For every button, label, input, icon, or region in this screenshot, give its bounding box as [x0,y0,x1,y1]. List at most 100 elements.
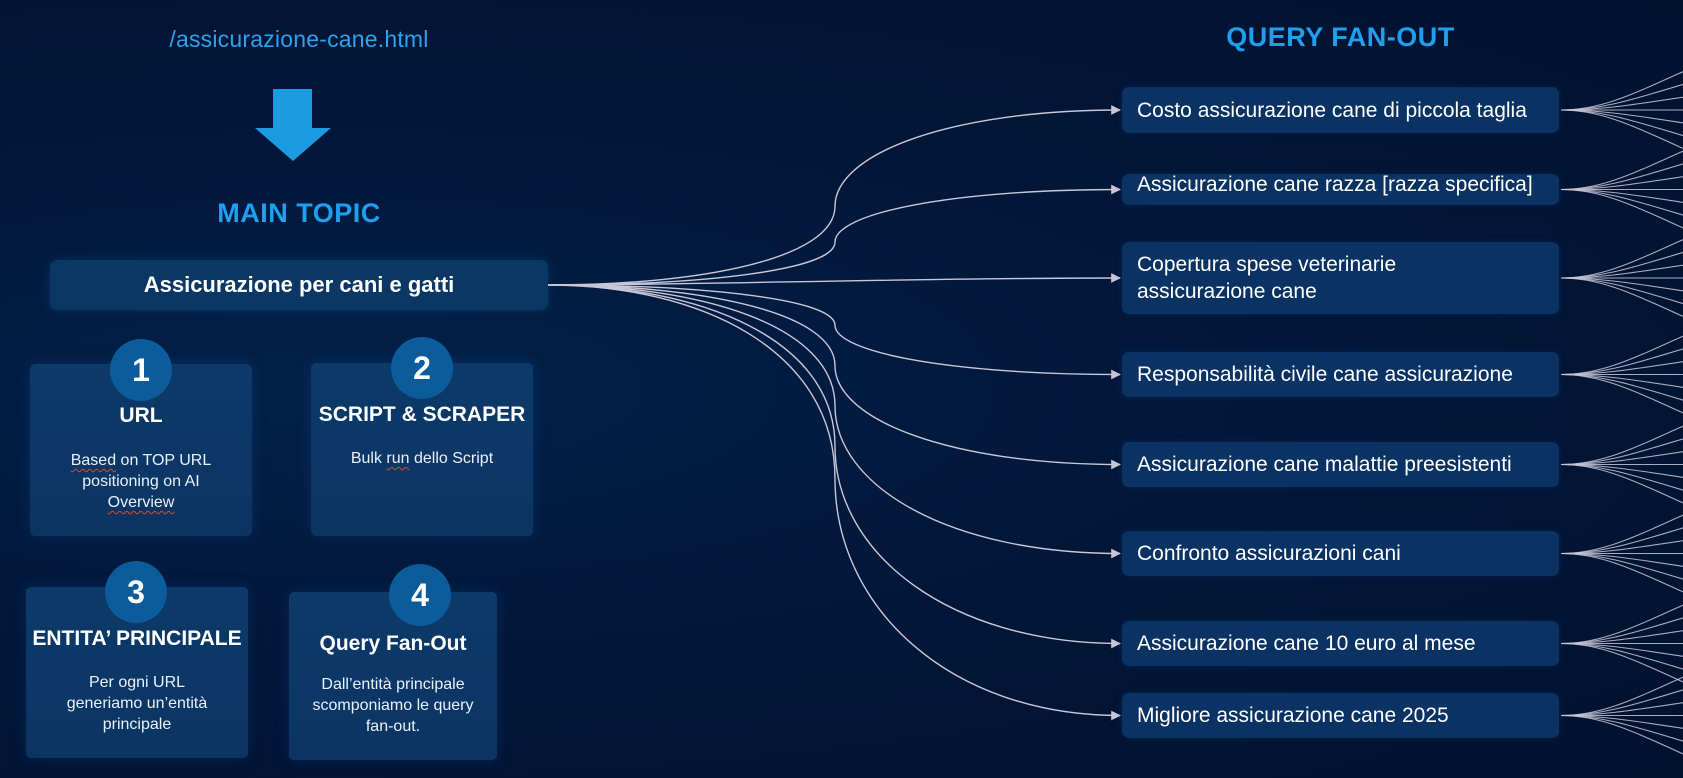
query-label: Copertura spese veterinarie assicurazion… [1137,253,1397,303]
query-item[interactable]: Copertura spese veterinarie assicurazion… [1122,242,1559,314]
step-title: SCRIPT & SCRAPER [318,403,526,426]
query-item[interactable]: Responsabilità civile cane assicurazione [1122,352,1559,397]
fan-out-line [1560,463,1683,491]
fan-out-line [1560,552,1683,593]
main-topic-box: Assicurazione per cani e gatti [50,260,548,310]
step-number-badge: 3 [105,561,167,623]
main-topic-label: Assicurazione per cani e gatti [143,272,455,297]
fan-out-line [1560,251,1683,279]
fan-out-line [1560,527,1683,555]
fan-out-line [1560,373,1683,414]
query-label: Migliore assicurazione cane 2025 [1137,704,1449,727]
query-item[interactable]: Assicurazione cane malattie preesistenti [1122,442,1559,487]
fan-out-line [1560,373,1683,401]
fan-out-line [1560,109,1683,149]
fan-out-line [1560,425,1683,466]
fan-out-line [1560,188,1683,203]
fan-out-line [1560,361,1683,376]
spellcheck-flagged-word: Overview [107,494,175,511]
query-item[interactable]: Migliore assicurazione cane 2025 [1122,693,1559,738]
description-text: dello Script [409,450,494,467]
fan-out-line [1560,239,1683,279]
step-description: Bulk run dello Script [329,448,515,469]
fan-out-line [1560,714,1683,742]
step-number-badge: 4 [389,564,451,626]
fan-out-line [1560,463,1683,504]
fan-out-line [1560,109,1683,137]
fan-out-line [1560,373,1683,388]
step-number-badge: 1 [110,339,172,401]
fan-out-line [1560,277,1683,305]
source-url-path: /assicurazione-cane.html [169,26,429,52]
down-arrow-icon [255,89,331,161]
fan-out-line [1560,642,1683,670]
fan-out-line [1560,109,1683,124]
step-title: ENTITA’ PRINCIPALE [32,627,242,650]
fan-out-line [1560,176,1683,191]
query-item[interactable]: Assicurazione cane 10 euro al mese [1122,621,1559,666]
fan-out-line [1560,604,1683,645]
fan-out-line [1560,188,1683,216]
fan-out-line [1560,463,1683,478]
fan-out-line [1560,83,1683,111]
fan-out-line [1560,642,1683,657]
fan-out-line [1560,438,1683,466]
description-text: Per ogni URL generiamo un’entità princip… [66,674,208,733]
step-title: Query Fan-Out [319,632,467,655]
fan-out-line [1560,714,1683,729]
step-card-query-fan-out: 4 Query Fan-Out Dall’entità principale s… [289,564,497,760]
fan-out-line [1560,552,1683,567]
spellcheck-flagged-word: run [386,450,410,467]
query-item[interactable]: Assicurazione cane razza [razza specific… [1122,173,1559,205]
connector-arrow [547,273,1121,286]
fan-out-line [1560,552,1683,580]
fan-out-line [1560,277,1683,292]
step-description: Per ogni URL generiamo un’entità princip… [54,672,220,735]
spellcheck-flagged-word: Based [70,452,117,469]
fan-out-line [1560,642,1683,683]
connector-arrow [547,284,1121,559]
fan-out-line [1560,335,1683,376]
fan-out-line [1560,676,1683,717]
fan-out-line [1560,617,1683,645]
description-text: Bulk [350,450,387,467]
fan-out-line [1560,702,1683,717]
fan-out-line [1560,277,1683,317]
connector-arrow [547,284,1121,721]
fan-out-line [1560,714,1683,755]
step-number-badge: 2 [391,337,453,399]
query-label: Assicurazione cane malattie preesistenti [1137,453,1512,476]
fan-out-line [1560,514,1683,555]
fan-out-line [1560,630,1683,645]
query-fanout-heading: QUERY FAN-OUT [1226,22,1455,52]
fan-out-line [1560,163,1683,191]
connector-arrow [547,284,1121,380]
connector-arrow [547,284,1121,470]
connector-arrow [547,105,1121,286]
fan-out-line [1560,71,1683,111]
main-topic-heading: MAIN TOPIC [217,198,381,228]
query-label: Assicurazione cane 10 euro al mese [1137,632,1476,655]
fan-out-line [1560,348,1683,376]
description-text: Dall’entità principale scomponiamo le qu… [312,676,474,735]
fan-out-line [1560,451,1683,466]
step-card-url: 1 URL Based on TOP URL positioning on AI… [30,339,252,536]
fan-out-line [1560,188,1683,229]
fan-out-line [1560,150,1683,191]
fan-out-line [1560,540,1683,555]
connector-arrow [547,184,1121,286]
query-item[interactable]: Costo assicurazione cane di piccola tagl… [1122,87,1559,133]
description-text: on TOP URL positioning on AI [82,452,212,490]
fan-out-line [1560,689,1683,717]
query-label: Costo assicurazione cane di piccola tagl… [1137,98,1527,122]
step-title: URL [119,404,163,427]
query-label: Assicurazione cane razza [razza specific… [1137,173,1533,196]
step-card-script-scraper: 2 SCRIPT & SCRAPER Bulk run dello Script [311,337,533,536]
query-item[interactable]: Confronto assicurazioni cani [1122,531,1559,576]
fan-out-line [1560,264,1683,279]
query-label: Responsabilità civile cane assicurazione [1137,363,1513,386]
fan-out-line [1560,96,1683,111]
step-description: Dall’entità principale scomponiamo le qu… [309,674,477,737]
connector-arrow [547,284,1121,649]
query-label: Confronto assicurazioni cani [1137,542,1401,565]
